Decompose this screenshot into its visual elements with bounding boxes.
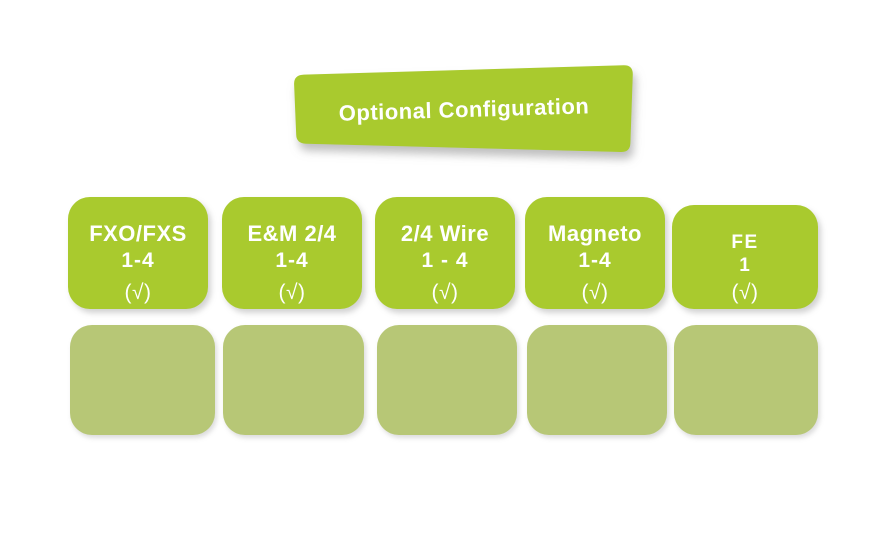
check-mark: (√): [431, 281, 459, 304]
card-range: 1: [739, 255, 751, 276]
slot-box-5: [674, 325, 818, 435]
slot-box-2: [223, 325, 364, 435]
card-range: 1-4: [578, 249, 612, 272]
check-mark: (√): [731, 281, 759, 304]
card-fxo-fxs: FXO/FXS 1-4 (√): [68, 197, 208, 309]
card-title: Magneto: [548, 221, 642, 246]
card-title: FE: [731, 232, 759, 253]
card-title: FXO/FXS: [89, 221, 187, 246]
card-title: 2/4 Wire: [400, 221, 490, 246]
card-range: 1-4: [275, 249, 309, 272]
check-mark: (√): [278, 281, 306, 304]
card-em-24: E&M 2/4 1-4 (√): [222, 197, 362, 309]
banner-title: Optional Configuration: [338, 93, 589, 125]
card-range: 1 - 4: [421, 249, 469, 272]
card-24-wire: 2/4 Wire 1 - 4 (√): [375, 197, 515, 309]
slot-box-4: [527, 325, 667, 435]
card-title: E&M 2/4: [247, 221, 337, 246]
card-fe: FE 1 (√): [672, 205, 818, 309]
card-magneto: Magneto 1-4 (√): [525, 197, 665, 309]
slot-box-1: [70, 325, 215, 435]
card-range: 1-4: [121, 249, 155, 272]
banner-shape: [294, 65, 633, 153]
check-mark: (√): [124, 281, 152, 304]
slot-box-3: [377, 325, 517, 435]
check-mark: (√): [581, 281, 609, 304]
